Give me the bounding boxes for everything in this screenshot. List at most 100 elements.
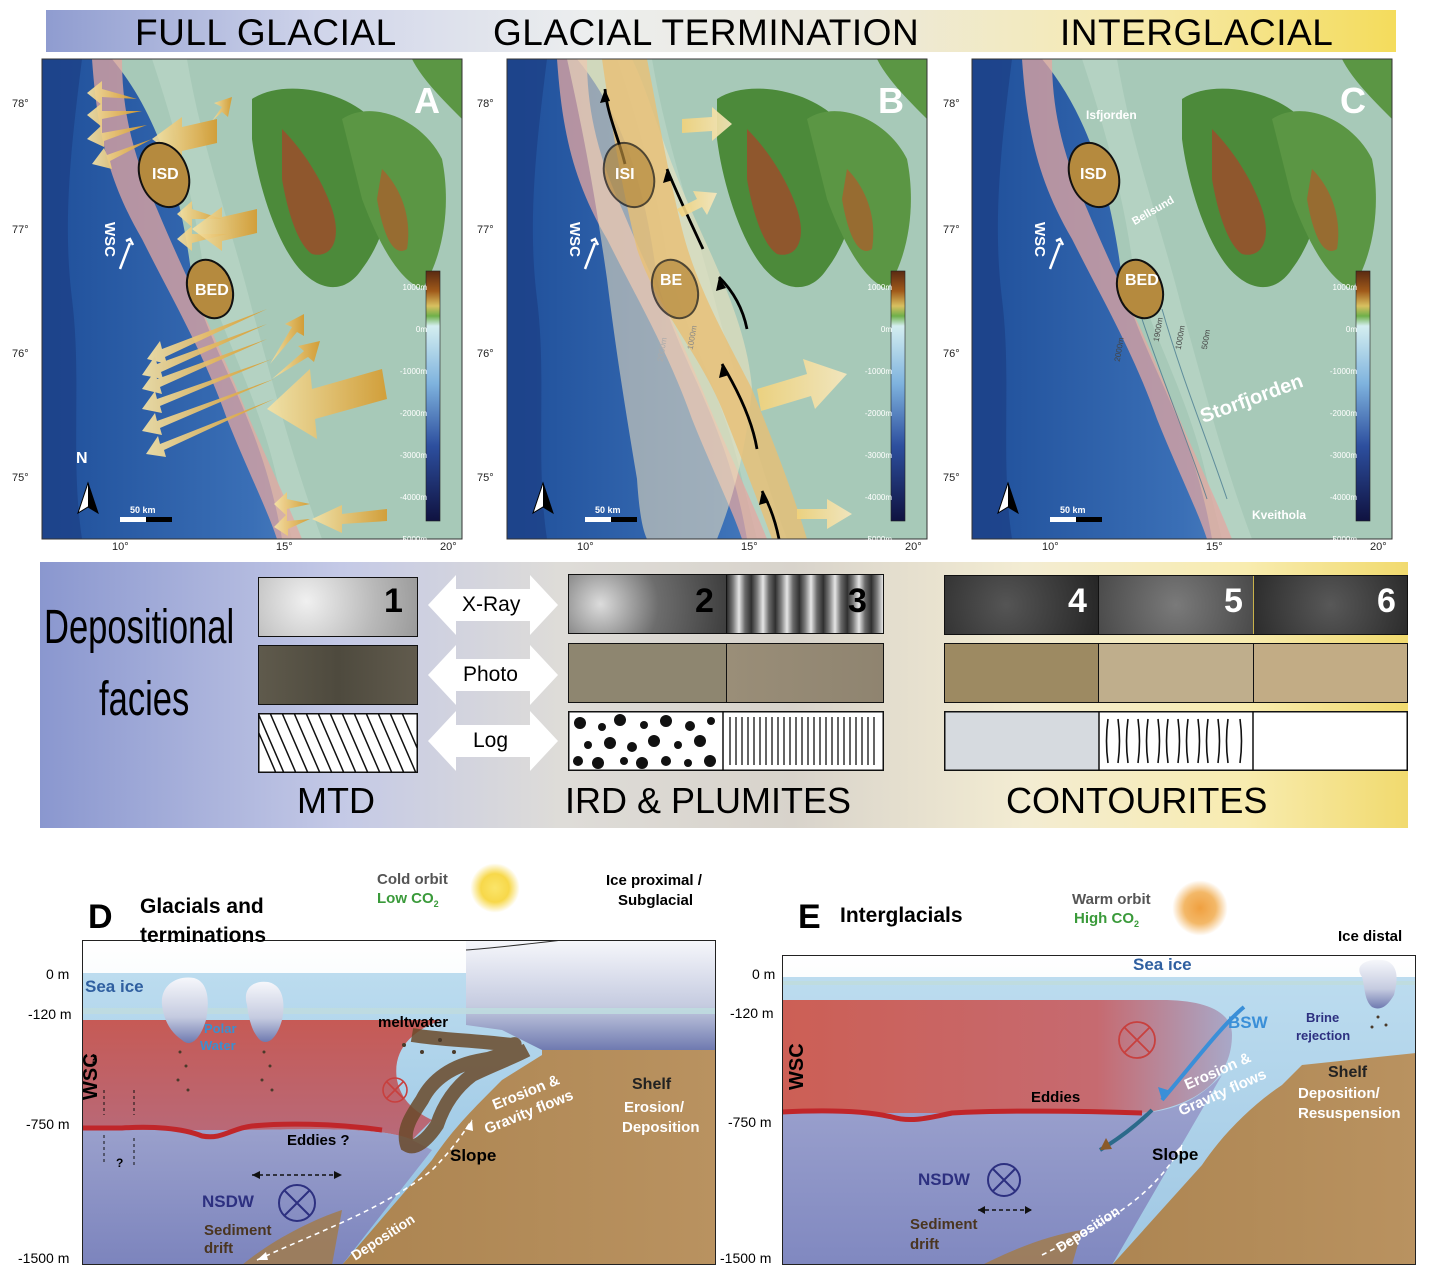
lat-tick: 77° [477,224,494,236]
drift-bed-a: BED [195,282,229,299]
core-xray-2-3 [568,574,884,634]
facies-number-4: 4 [1068,582,1087,620]
lat-tick: 78° [477,98,494,110]
lat-tick: 78° [943,98,960,110]
facies-number-5: 5 [1224,582,1243,620]
depth-label-120: -120 m [28,1006,72,1022]
lat-tick: 75° [477,472,494,484]
lon-tick: 20° [905,541,922,553]
panel-e-co2: High CO2 [1074,910,1140,929]
wsc-label-b: WSC [566,222,583,257]
panel-d-drift-1: Sediment [204,1222,272,1239]
core-photo-2-3 [568,643,884,703]
panel-d-question: ? [116,1156,124,1170]
drift-isd-c: ISD [1080,166,1107,183]
scalebar-label: 50 km [130,505,156,515]
depth-label-1500: -1500 m [18,1250,70,1266]
panel-d-title-line2: terminations [140,924,267,947]
wsc-label-a: WSC [101,222,118,257]
double-arrow-xray [428,575,558,635]
lon-tick: 15° [276,541,293,553]
label-log: Log [473,729,509,752]
scalebar-label: 50 km [595,505,621,515]
panel-d-shelf-2: Erosion/ [624,1099,685,1116]
panel-e-drift-2: drift [910,1236,940,1253]
depth-label-1500: -1500 m [720,1250,772,1266]
lon-tick: 10° [112,541,129,553]
scalebar-label: 50 km [1060,505,1086,515]
map-panels [41,58,1393,540]
panel-letter-e: E [798,898,821,936]
label-photo: Photo [463,663,518,686]
double-arrow-photo [428,645,558,705]
section-d [82,940,716,1265]
lon-tick: 20° [440,541,457,553]
core-log-1 [258,713,418,773]
phase-full-glacial: FULL GLACIAL [135,12,397,53]
core-xray-1 [258,577,418,637]
core-log-4-6 [944,711,1408,771]
panel-d-sea-ice: Sea ice [85,977,144,996]
panel-d-question: ? [90,1052,98,1066]
panel-d-co2: Low CO2 [377,890,439,909]
panel-letter-d: D [88,898,113,936]
place-kveithola: Kveithola [1252,508,1307,522]
panel-e-drift-1: Sediment [910,1216,978,1233]
facies-group-contourites: CONTOURITES [1006,780,1268,821]
section-e [782,955,1416,1265]
sun-icon [470,863,520,913]
phase-glacial-termination: GLACIAL TERMINATION [493,12,920,53]
panel-d-meltwater: meltwater [378,1014,449,1031]
panel-e-shelf-2: Deposition/ [1298,1085,1380,1102]
panel-d-ice-label: Ice proximal / [606,872,702,889]
panel-d-title-line1: Glacials and [140,895,264,918]
panel-e-bsw: BSW [1228,1013,1268,1032]
facies-number-1: 1 [384,582,403,620]
facies-heading-line2: facies [99,673,190,726]
panel-e-shelf-3: Resuspension [1298,1105,1401,1122]
panel-letter-c: C [1340,80,1366,121]
facies-group-mtd: MTD [297,780,375,821]
panel-e-shelf-1: Shelf [1328,1064,1368,1081]
panel-e-eddies: Eddies [1031,1089,1081,1106]
panel-e-sea-ice: Sea ice [1133,955,1192,974]
panel-d-drift-2: drift [204,1240,234,1257]
map-panel-b [507,59,927,540]
depth-label-120: -120 m [730,1005,774,1021]
core-xray-4-6 [944,575,1408,635]
core-log-2-3 [568,711,884,771]
panel-d-shelf-1: Shelf [632,1076,672,1093]
double-arrow-log [428,711,558,771]
lon-tick: 10° [1042,541,1059,553]
panel-d-ice-label2: Subglacial [618,892,694,909]
depth-label-0: 0 m [46,966,70,982]
lat-tick: 75° [943,472,960,484]
depth-label-0: 0 m [752,966,776,982]
lat-tick: 75° [12,472,29,484]
panel-d-orbit: Cold orbit [377,871,448,888]
panel-e-orbit: Warm orbit [1072,891,1151,908]
lat-tick: 77° [943,224,960,236]
north-label: N [76,450,88,467]
lat-tick: 77° [12,224,29,236]
core-photo-1 [258,645,418,705]
panel-letter-a: A [414,80,440,121]
panel-d-slope: Slope [450,1146,497,1165]
panel-letter-b: B [878,80,904,121]
lat-tick: 76° [12,348,29,360]
core-photo-4-6 [944,643,1408,703]
panel-e-brine-1: Brine [1306,1010,1340,1025]
depth-label-750: -750 m [728,1114,772,1130]
panel-e-ice-label: Ice distal [1338,928,1403,945]
lon-tick: 10° [577,541,594,553]
panel-e-wsc: WSC [786,1043,808,1090]
label-xray: X-Ray [462,593,521,616]
facies-number-2: 2 [695,582,714,620]
facies-number-6: 6 [1377,582,1396,620]
lat-tick: 76° [477,348,494,360]
panel-d-nsdw: NSDW [202,1192,254,1211]
panel-d-shelf-3: Deposition [622,1119,700,1136]
lat-tick: 78° [12,98,29,110]
place-isfjorden: Isfjorden [1086,108,1137,122]
